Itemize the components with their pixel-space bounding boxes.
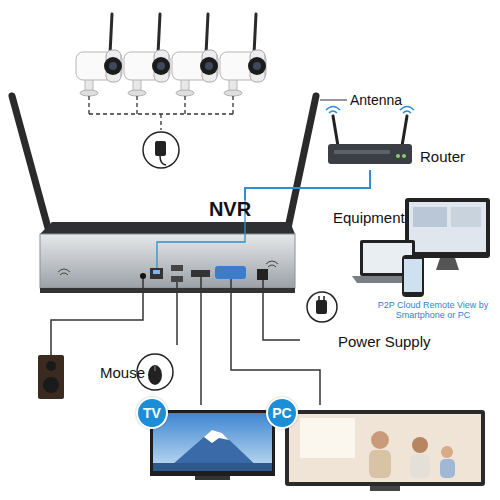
- leader-line: [320, 100, 347, 101]
- nvr-body: [40, 222, 295, 293]
- speaker-icon: [38, 355, 64, 399]
- router-body: [333, 116, 338, 146]
- tv-illustration: [153, 413, 272, 471]
- part-label: Antenna: [350, 92, 402, 108]
- nvr-port: [140, 273, 146, 279]
- pc-illustration: [369, 450, 391, 478]
- port-cable: [177, 277, 263, 295]
- cable-connector: [263, 295, 300, 340]
- nvr-body: [58, 269, 70, 275]
- speaker-icon: [38, 355, 64, 399]
- speaker-icon: [46, 361, 56, 371]
- power-adapter-icon: [307, 292, 337, 322]
- pc-illustration: [371, 431, 389, 449]
- nvr-port: [153, 270, 160, 274]
- nvr-port: [171, 276, 183, 282]
- device-label: Mouse: [100, 364, 150, 381]
- tv-illustration: [150, 410, 275, 480]
- tv-illustration: [153, 463, 272, 471]
- pc-illustration: [370, 486, 400, 491]
- pc-monitor: PC: [272, 405, 490, 493]
- nvr-body: [40, 288, 295, 293]
- pc-illustration: [410, 454, 430, 478]
- router-body: [334, 150, 390, 154]
- pc-illustration: [412, 437, 428, 453]
- pc-illustration: [285, 410, 485, 486]
- nvr-port: [215, 266, 246, 279]
- tv-illustration: [195, 476, 230, 480]
- pc-illustration: [285, 410, 485, 491]
- equipment-illustration: [404, 259, 422, 292]
- speaker-icon: [43, 377, 59, 393]
- dashed-power-link: [89, 96, 233, 130]
- nvr-antenna: [288, 96, 316, 228]
- equipment-illustration: [436, 258, 459, 270]
- device-label: Power Supply: [338, 333, 435, 350]
- nvr-antenna: [12, 96, 48, 228]
- cable-connector: [231, 295, 320, 405]
- mouse-icon: [155, 366, 156, 371]
- tv-illustration: [150, 410, 275, 476]
- ip-camera: [172, 14, 218, 96]
- nvr-body: [40, 222, 295, 234]
- pc-illustration: [289, 414, 481, 482]
- tv-illustration: [204, 430, 229, 443]
- router-body: [396, 154, 400, 158]
- pc-illustration: [300, 418, 355, 458]
- nvr-port: [171, 265, 183, 271]
- router-body: [402, 116, 407, 146]
- power-adapter-icon: [319, 296, 324, 300]
- badge-label: TV: [136, 397, 168, 429]
- cable-connector: [176, 295, 178, 345]
- tv-display: TV: [150, 405, 275, 487]
- device-label: Router: [420, 148, 480, 165]
- equipment-illustration: [405, 198, 490, 258]
- ip-camera: [76, 14, 122, 96]
- camera-adapter-icon: [155, 141, 166, 156]
- ip-camera: [124, 14, 170, 96]
- nvr-port: [140, 265, 268, 282]
- router-device: Router: [325, 125, 480, 170]
- audio-cable: [51, 279, 143, 355]
- nvr-port: [257, 269, 268, 280]
- pc-illustration: [440, 459, 455, 478]
- device-title: NVR: [160, 198, 300, 221]
- cable-connector: [245, 170, 370, 200]
- nvr-antenna: [12, 96, 316, 228]
- port-cable: [177, 277, 263, 295]
- mouse-device: Mouse: [95, 345, 180, 400]
- caption-note: P2P Cloud Remote View by Smartphone or P…: [371, 300, 495, 321]
- camera-adapter-icon: [143, 132, 179, 168]
- ip-camera: [220, 14, 266, 96]
- router-body: [328, 116, 412, 164]
- remote-equipment: EquipmentP2P Cloud Remote View by Smartp…: [333, 205, 495, 318]
- nvr-port: [191, 270, 210, 277]
- nvr-body: [266, 261, 278, 267]
- badge-label: PC: [266, 397, 298, 429]
- pc-illustration: [441, 446, 453, 458]
- nvr-port: [150, 268, 163, 279]
- power-adapter-icon: [316, 300, 327, 314]
- cable-connector: [200, 295, 202, 405]
- device-label: Equipment: [333, 209, 413, 226]
- nvr-unit: NVR: [40, 200, 295, 295]
- dashed-power-link: [89, 96, 233, 130]
- camera-adapter-icon: [160, 156, 166, 165]
- equipment-illustration: [413, 207, 447, 227]
- equipment-illustration: [409, 202, 486, 252]
- router-body: [402, 154, 406, 158]
- equipment-illustration: [402, 255, 424, 297]
- mouse-icon: [148, 365, 162, 385]
- camera-adapter-icon: [143, 132, 179, 168]
- router-body: [328, 144, 412, 164]
- ip-camera: [76, 14, 266, 96]
- power-supply: Power Supply: [300, 325, 435, 357]
- equipment-illustration: [451, 207, 481, 227]
- power-adapter-icon: [307, 292, 337, 322]
